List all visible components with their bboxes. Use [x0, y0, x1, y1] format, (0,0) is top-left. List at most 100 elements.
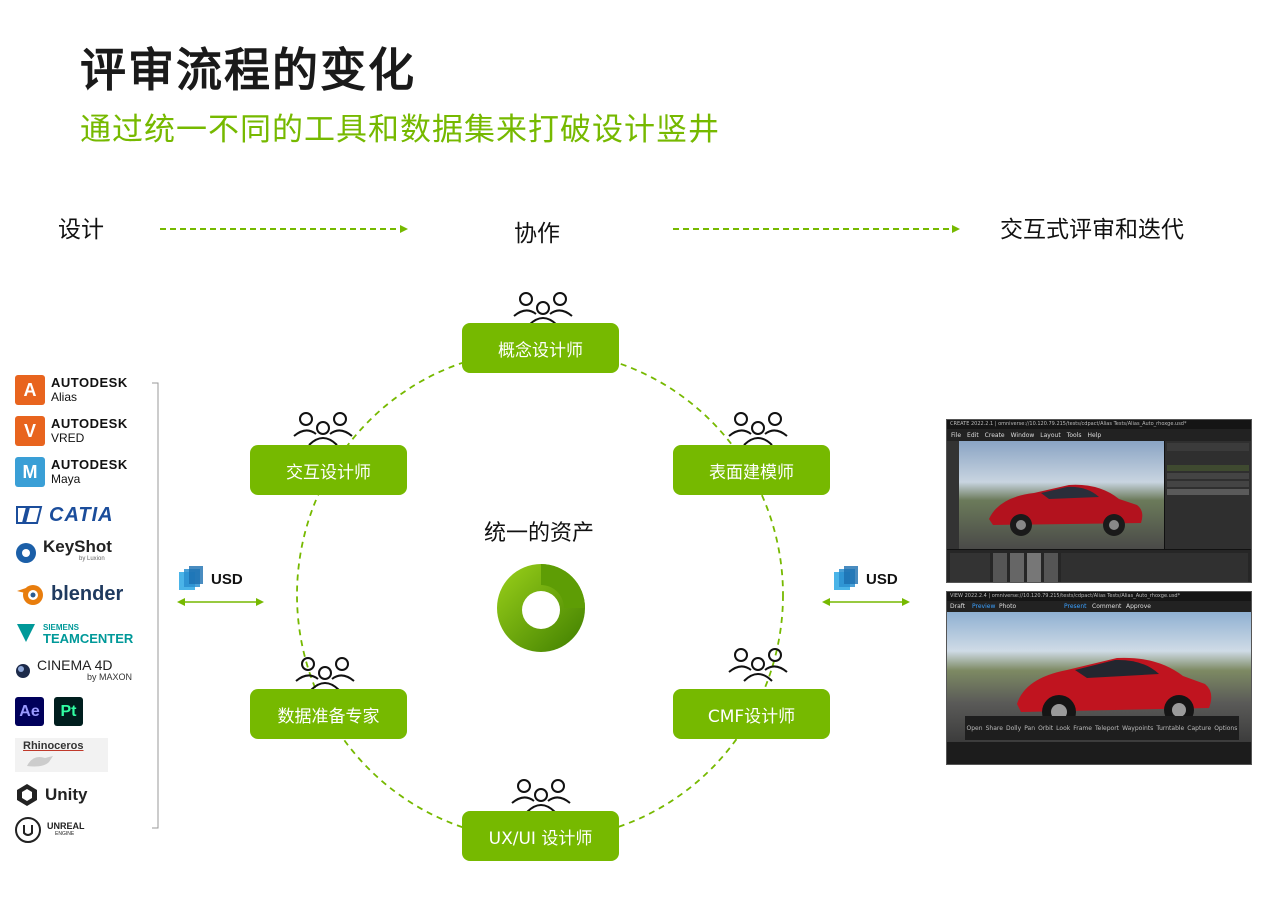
tab-approve[interactable]: Approve [1126, 603, 1151, 610]
tab-draft[interactable]: Draft [950, 603, 966, 610]
role-surface-modeler: 表面建模师 [673, 445, 830, 495]
create-menu-bar: File Edit Create Window Layout Tools Hel… [947, 429, 1251, 441]
omniverse-create-screenshot: CREATE 2022.2.1 | omniverse://10.120.79.… [946, 419, 1252, 583]
role-data-prep-specialist: 数据准备专家 [250, 689, 407, 739]
menu-item[interactable]: Help [1087, 431, 1102, 439]
omniverse-logo-icon [497, 564, 585, 652]
unified-asset-label: 统一的资产 [484, 521, 595, 546]
people-icon [511, 779, 571, 813]
brand-text: AUTODESK [51, 457, 128, 472]
keyshot-sub-text: by Luxion [79, 556, 105, 562]
logo-catia: CATIA [15, 503, 114, 527]
usd-label: USD [866, 570, 898, 588]
logo-keyshot: KeyShot by Luxion [15, 538, 112, 565]
page-title: 评审流程的变化 [80, 43, 416, 97]
product-text: Maya [51, 472, 81, 486]
omniverse-view-screenshot: VIEW 2022.2.4 | omniverse://10.120.79.21… [946, 591, 1252, 765]
usd-badge-right: USD [832, 566, 898, 592]
teamcenter-icon [17, 624, 35, 642]
rhinoceros-text: Rhinoceros [23, 739, 84, 752]
role-interaction-designer: 交互设计师 [250, 445, 407, 495]
role-uxui-designer: UX/UI 设计师 [462, 811, 619, 861]
tool-orbit[interactable]: Orbit [1038, 724, 1054, 732]
tool-waypoints[interactable]: Waypoints [1122, 724, 1154, 732]
create-title-bar: CREATE 2022.2.1 | omniverse://10.120.79.… [947, 420, 1251, 429]
stage-collab: 协作 [514, 221, 560, 247]
vred-tile-icon: V [15, 416, 45, 446]
tool-capture[interactable]: Capture [1187, 724, 1212, 732]
unity-icon [17, 784, 37, 806]
tab-comment[interactable]: Comment [1092, 603, 1122, 610]
tab-preview[interactable]: Preview [972, 603, 996, 610]
people-icon [293, 412, 353, 446]
view-viewport[interactable]: Open Share Dolly Pan Orbit Look Frame Te… [947, 612, 1251, 742]
tool-look[interactable]: Look [1056, 724, 1071, 732]
usd-icon [834, 566, 858, 590]
car-render-icon [989, 484, 1143, 536]
logo-cinema4d: CINEMA 4D by MAXON [15, 657, 133, 683]
usd-badge-left: USD [177, 566, 243, 592]
create-layers-panel[interactable] [1164, 441, 1251, 549]
painter-icon: Pt [54, 697, 83, 726]
create-left-toolbar[interactable] [947, 441, 959, 549]
stage-review: 交互式评审和迭代 [1000, 217, 1184, 243]
tool-turntable[interactable]: Turntable [1156, 724, 1185, 732]
product-text: Alias [51, 390, 78, 404]
tool-share[interactable]: Share [985, 724, 1003, 732]
menu-item[interactable]: Edit [967, 431, 979, 439]
keyshot-icon [16, 543, 36, 563]
dassault-icon [16, 506, 43, 524]
menu-item[interactable]: Create [984, 431, 1005, 439]
maya-tile-icon: M [15, 457, 45, 487]
stage-design: 设计 [58, 217, 104, 243]
after-effects-icon: Ae [15, 697, 44, 726]
siemens-text: SIEMENS [43, 623, 80, 632]
tool-dolly[interactable]: Dolly [1005, 724, 1022, 732]
role-cmf-designer: CMF设计师 [673, 689, 830, 739]
brand-text: AUTODESK [51, 375, 128, 390]
menu-item[interactable]: Window [1010, 431, 1035, 439]
blender-text: blender [51, 582, 124, 605]
maxon-text: by MAXON [87, 672, 133, 682]
usd-label: USD [211, 570, 243, 588]
tool-frame[interactable]: Frame [1073, 724, 1092, 732]
teamcenter-text: TEAMCENTER [43, 631, 134, 646]
logo-siemens-teamcenter: SIEMENS TEAMCENTER [15, 622, 134, 646]
cinema4d-icon [16, 664, 30, 678]
people-icon [295, 657, 355, 691]
role-concept-designer: 概念设计师 [462, 323, 619, 373]
engine-text: ENGINE [55, 831, 75, 837]
logo-rhinoceros: Rhinoceros [15, 738, 108, 772]
view-bottom-toolbar: Open Share Dolly Pan Orbit Look Frame Te… [965, 716, 1239, 740]
people-icon [513, 292, 573, 326]
tab-present[interactable]: Present [1064, 603, 1087, 610]
tool-teleport[interactable]: Teleport [1095, 724, 1120, 732]
tool-open[interactable]: Open [966, 724, 983, 732]
menu-item[interactable]: Tools [1066, 431, 1082, 439]
logo-unity: Unity [15, 783, 88, 807]
logo-blender: blender [15, 581, 123, 607]
people-icon [728, 648, 788, 682]
people-icon [728, 412, 788, 446]
menu-item[interactable]: File [951, 431, 962, 439]
tool-options[interactable]: Options [1214, 724, 1238, 732]
logo-unreal: UNREAL ENGINE [15, 817, 85, 843]
create-viewport[interactable] [959, 441, 1164, 549]
tools-bracket [152, 382, 159, 829]
cinema4d-text: CINEMA 4D [37, 657, 113, 673]
product-text: VRED [51, 431, 85, 445]
unity-text: Unity [45, 785, 88, 804]
menu-item[interactable]: Layout [1040, 431, 1061, 439]
tab-photo[interactable]: Photo [999, 603, 1017, 610]
usd-icon [179, 566, 203, 590]
create-content-browser[interactable] [947, 549, 1251, 582]
blender-icon [17, 585, 43, 605]
tool-pan[interactable]: Pan [1024, 724, 1036, 732]
unreal-text: UNREAL [47, 821, 85, 831]
brand-text: AUTODESK [51, 416, 128, 431]
rhino-icon [27, 755, 53, 766]
unreal-icon [15, 817, 41, 843]
